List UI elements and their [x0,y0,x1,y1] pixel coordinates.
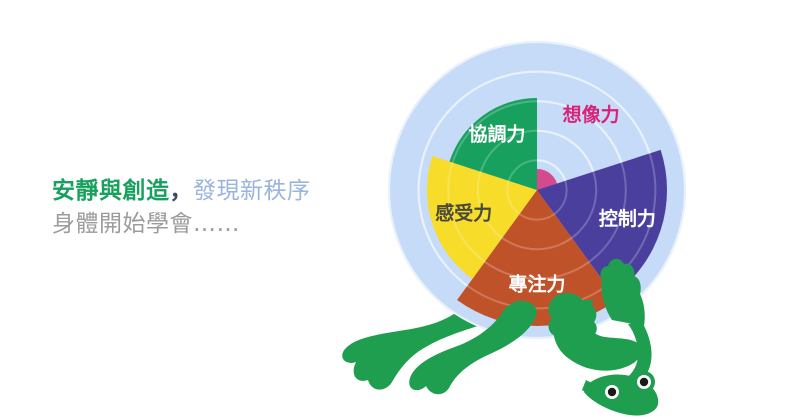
slice-label-3: 感受力 [435,201,492,224]
slice-4[interactable] [449,97,538,190]
chart-slices [426,97,668,327]
chart-core-rosette [516,169,558,211]
headline-line-2: 身體開始學會…… [52,210,240,237]
slice-3[interactable] [426,156,537,279]
core-slice-4 [517,169,537,190]
core-slice-3 [516,183,537,207]
grid-ring-overlay-20 [506,159,568,221]
frog-left-leg [342,298,500,390]
grid-ring-overlay-40 [476,129,598,251]
frog-left-arm [409,300,537,395]
chart-grid-rings-overlay [388,41,686,339]
frog-mascot-front [409,258,659,416]
slice-label-2: 專注力 [508,273,565,296]
headline-block: 安靜與創造，發現新秩序 身體開始學會…… [52,176,382,240]
core-slice-1 [537,183,558,207]
frog-right-hand [600,258,645,326]
slice-1[interactable] [537,149,668,296]
frog-eye-pupil-0 [607,387,617,397]
core-slice-0 [537,169,557,190]
slice-label-4: 協調力 [468,123,525,146]
headline-line-1: 安靜與創造，發現新秩序 [52,176,382,207]
grid-ring-overlay-100 [388,41,686,339]
frog-eye-pupil-1 [639,377,649,387]
headline-comma: ， [169,178,193,204]
frog-foot-webbed [548,293,597,349]
headline-part-green: 安靜與創造 [52,178,170,204]
core-slice-2 [524,190,550,211]
slice-label-1: 控制力 [599,207,656,230]
grid-ring-overlay-60 [447,100,627,280]
headline-part-blue: 發現新秩序 [193,178,311,204]
grid-ring-100 [387,40,687,340]
grid-ring-overlay-80 [417,70,657,310]
slice-label-0: 想像力 [563,103,620,126]
frog-mascot-back-legs [342,298,500,390]
slice-2[interactable] [457,190,617,327]
